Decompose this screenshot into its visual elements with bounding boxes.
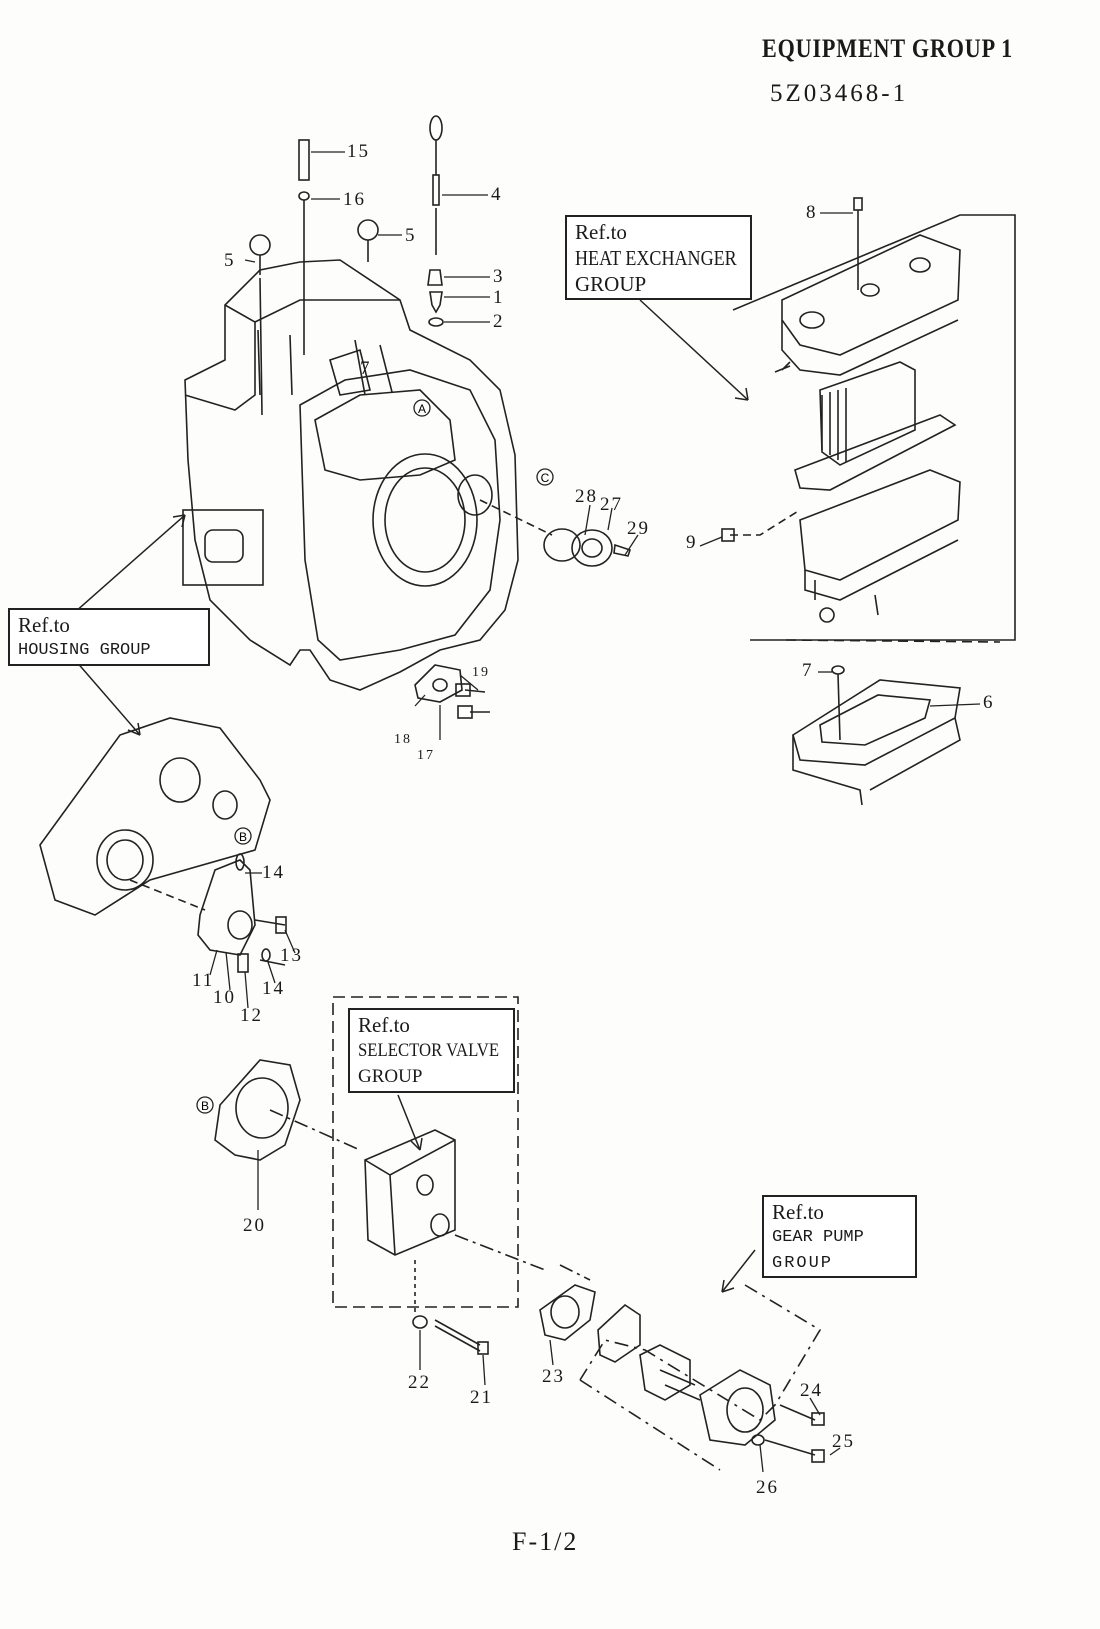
part-label-9: 9	[686, 532, 698, 553]
part-label-26: 26	[756, 1477, 779, 1498]
marker-b-upper: B	[234, 827, 252, 845]
part-label-22: 22	[408, 1372, 431, 1393]
marker-a: A	[413, 399, 431, 417]
part-label-4: 4	[491, 184, 503, 205]
cover-cap-drawing	[479, 499, 632, 567]
pump-housing-drawing	[197, 853, 287, 973]
heat-exchanger-bottom-edge	[785, 639, 1001, 643]
gasket-20-drawing	[214, 1059, 361, 1161]
ref-label: Ref.to	[772, 1200, 824, 1224]
svg-text:B: B	[239, 830, 247, 844]
part-label-24: 24	[800, 1380, 823, 1401]
gear-pump-frame	[579, 1284, 822, 1471]
part-label-5-right: 5	[405, 225, 417, 246]
part-label-18: 18	[394, 732, 412, 747]
eye-bolt-right-drawing	[357, 219, 379, 262]
svg-text:C: C	[541, 471, 550, 485]
part-label-7-gasket: 7	[802, 660, 814, 681]
part-label-6: 6	[983, 692, 995, 713]
part-label-1: 1	[493, 287, 505, 308]
part-label-19: 19	[472, 665, 490, 680]
ref-group-name: GEAR PUMP	[772, 1228, 864, 1247]
selector-valve-drawing	[364, 1129, 546, 1355]
ref-label: Ref.to	[18, 613, 70, 637]
page-number: F-1/2	[512, 1527, 579, 1556]
document-number: 5Z03468-1	[770, 80, 909, 107]
bracket-drawing	[414, 664, 490, 719]
page-title: EQUIPMENT GROUP 1	[762, 34, 1014, 63]
ref-group-suffix: GROUP	[575, 272, 647, 296]
marker-b-lower: B	[196, 1096, 214, 1114]
ref-group-name: SELECTOR VALVE	[358, 1040, 500, 1061]
part-label-14-lower: 14	[262, 978, 285, 999]
gear-pump-drawing	[539, 1264, 825, 1463]
part-label-16: 16	[343, 189, 366, 210]
ref-heat-exchanger-box: Ref.to HEAT EXCHANGER GROUP	[565, 215, 752, 300]
part-label-14-upper: 14	[262, 862, 285, 883]
svg-text:A: A	[418, 402, 426, 416]
transmission-housing-drawing	[182, 259, 519, 691]
dipstick-drawing	[427, 115, 444, 327]
part-label-10: 10	[213, 987, 236, 1008]
reference-arrows	[74, 299, 756, 1293]
part-label-12: 12	[240, 1005, 263, 1026]
ref-label: Ref.to	[575, 220, 627, 244]
part-label-13: 13	[280, 945, 303, 966]
part-label-7-housing: 7	[360, 358, 372, 379]
selector-valve-frame	[332, 996, 519, 1308]
leader-lines	[209, 151, 981, 1473]
ref-selector-valve-box: Ref.to SELECTOR VALVE GROUP	[348, 1008, 515, 1093]
part-label-29: 29	[627, 518, 650, 539]
gasket-plate-drawing	[792, 665, 961, 806]
part-label-17: 17	[417, 748, 435, 763]
part-label-15: 15	[347, 141, 370, 162]
part-label-2: 2	[493, 311, 505, 332]
part-label-5-left: 5	[224, 250, 236, 271]
part-label-23: 23	[542, 1366, 565, 1387]
part-label-25: 25	[832, 1431, 855, 1452]
part-label-27: 27	[600, 494, 623, 515]
part-label-20: 20	[243, 1215, 266, 1236]
marker-c: C	[536, 468, 554, 486]
ref-group-suffix: GROUP	[772, 1254, 834, 1273]
part-label-21: 21	[470, 1387, 493, 1408]
ref-group-name: HOUSING GROUP	[18, 641, 151, 660]
heat-exchanger-drawing	[721, 197, 1016, 641]
cover-plate-drawing	[39, 717, 271, 916]
part-label-3: 3	[493, 266, 505, 287]
ref-housing-box: Ref.to HOUSING GROUP	[8, 608, 210, 666]
ref-label: Ref.to	[358, 1013, 410, 1037]
ref-group-name: HEAT EXCHANGER	[575, 246, 737, 270]
part-label-11: 11	[192, 970, 215, 991]
eye-bolt-left-drawing	[249, 234, 271, 416]
ref-group-suffix: GROUP	[358, 1066, 423, 1087]
breather-drawing	[298, 139, 310, 355]
ref-gear-pump-box: Ref.to GEAR PUMP GROUP	[762, 1195, 917, 1278]
part-label-8: 8	[806, 202, 818, 223]
svg-text:B: B	[201, 1099, 209, 1113]
part-label-28: 28	[575, 486, 598, 507]
